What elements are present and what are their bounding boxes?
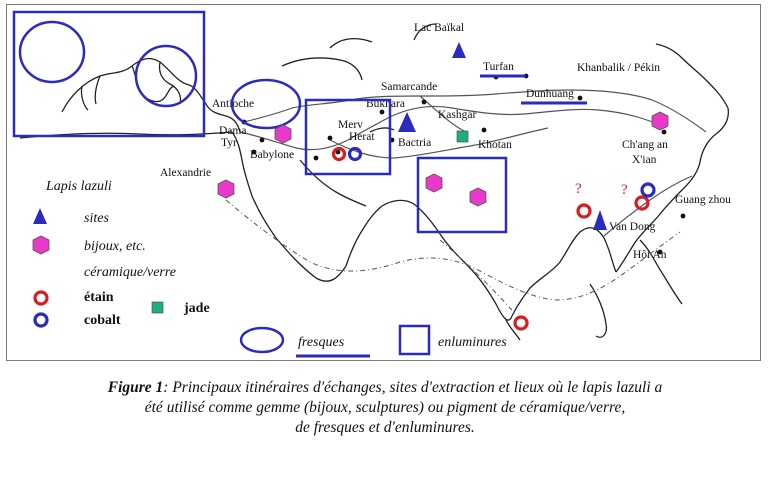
legend-title: Lapis lazuli xyxy=(45,179,112,194)
red-ring-icon xyxy=(513,315,529,331)
figure-caption: Figure 1: Principaux itinéraires d'échan… xyxy=(0,378,770,438)
question-mark: ? xyxy=(575,181,582,197)
label-tyr: Tyr xyxy=(221,137,237,149)
caption-line-1: Figure 1: Principaux itinéraires d'échan… xyxy=(0,378,770,398)
legend-label-sites: sites xyxy=(84,211,109,226)
red-ring-icon xyxy=(634,195,650,211)
label-babylone: Babylone xyxy=(250,149,294,161)
question-mark: ? xyxy=(621,182,628,198)
fresques-underlines xyxy=(480,74,587,105)
caption-line-2: été utilisé comme gemme (bijoux, sculptu… xyxy=(144,399,626,416)
hexagon-icon xyxy=(274,124,292,144)
triangle-icon xyxy=(33,208,47,224)
legend-label-ceramique: céramique/verre xyxy=(84,265,176,280)
green-square-icon xyxy=(151,301,164,314)
triangle-icon xyxy=(398,112,416,132)
label-guangzhou: Guang zhou xyxy=(675,194,731,206)
caption-line-3: de fresques et d'enluminures. xyxy=(295,419,475,436)
blue-rectangle-icon xyxy=(398,324,431,356)
legend-label-bijoux: bijoux, etc. xyxy=(84,239,146,254)
blue-ring-icon xyxy=(347,146,363,162)
fresques-ellipses xyxy=(18,20,302,130)
map-frame xyxy=(6,4,761,361)
label-alexandrie: Alexandrie xyxy=(160,167,211,179)
hexagon-icon xyxy=(651,111,669,131)
legend-label-fresques: fresques xyxy=(298,335,345,350)
blue-ellipse-icon xyxy=(239,326,285,354)
blue-ring-icon xyxy=(640,182,656,198)
question-marks: ? ? xyxy=(575,181,628,198)
label-turfan: Turfan xyxy=(483,61,514,73)
caption-figure-label: Figure 1 xyxy=(107,379,164,396)
crescent-icon xyxy=(34,262,43,280)
label-khanbalik: Khanbalik / Pékin xyxy=(577,62,660,74)
triangle-icon xyxy=(452,42,466,58)
cobalt-symbols xyxy=(347,146,656,198)
label-lac-baikal: Lac Baïkal xyxy=(414,22,464,34)
label-herat: Herat xyxy=(349,131,375,143)
legend-label-enluminures: enluminures xyxy=(438,335,507,350)
label-samarcande: Samarcande xyxy=(381,81,437,93)
red-ring-icon xyxy=(331,146,347,162)
sea-routes xyxy=(225,199,681,311)
blue-ring-icon xyxy=(33,312,49,328)
label-merv: Merv xyxy=(338,119,363,131)
label-bactria: Bactria xyxy=(398,137,431,149)
label-khotan: Khotan xyxy=(478,139,512,151)
red-ring-icon xyxy=(33,290,49,306)
sites-symbols xyxy=(398,42,607,230)
legend-label-cobalt: cobalt xyxy=(84,313,121,328)
triangle-icon xyxy=(593,210,607,230)
green-square-icon xyxy=(456,130,469,143)
label-changan: Ch'ang an xyxy=(622,139,668,151)
hexagon-icon xyxy=(425,173,443,193)
label-dunhuang: Dunhuang xyxy=(526,88,574,100)
enluminures-boxes xyxy=(12,10,508,234)
place-labels: Lac Baïkal Turfan Khanbalik / Pékin Sama… xyxy=(160,22,731,261)
legend-label-etain: étain xyxy=(84,290,114,305)
coastlines xyxy=(19,23,730,341)
legend: Lapis lazuli sites bijoux, etc. céramiqu… xyxy=(32,179,507,358)
label-vandong: Van Dong xyxy=(609,221,656,233)
red-ring-icon xyxy=(576,203,592,219)
bijoux-symbols xyxy=(217,111,669,207)
caption-line-1-text: : Principaux itinéraires d'échanges, sit… xyxy=(163,379,663,396)
etain-symbols xyxy=(331,146,650,331)
legend-label-jade: jade xyxy=(183,301,210,316)
label-xian: X'ian xyxy=(632,154,657,166)
hexagon-icon xyxy=(32,235,50,255)
label-dama: Dama xyxy=(219,125,246,137)
label-kashgar: Kashgar xyxy=(438,109,476,121)
hexagon-icon xyxy=(469,187,487,207)
hexagon-icon xyxy=(217,179,235,199)
